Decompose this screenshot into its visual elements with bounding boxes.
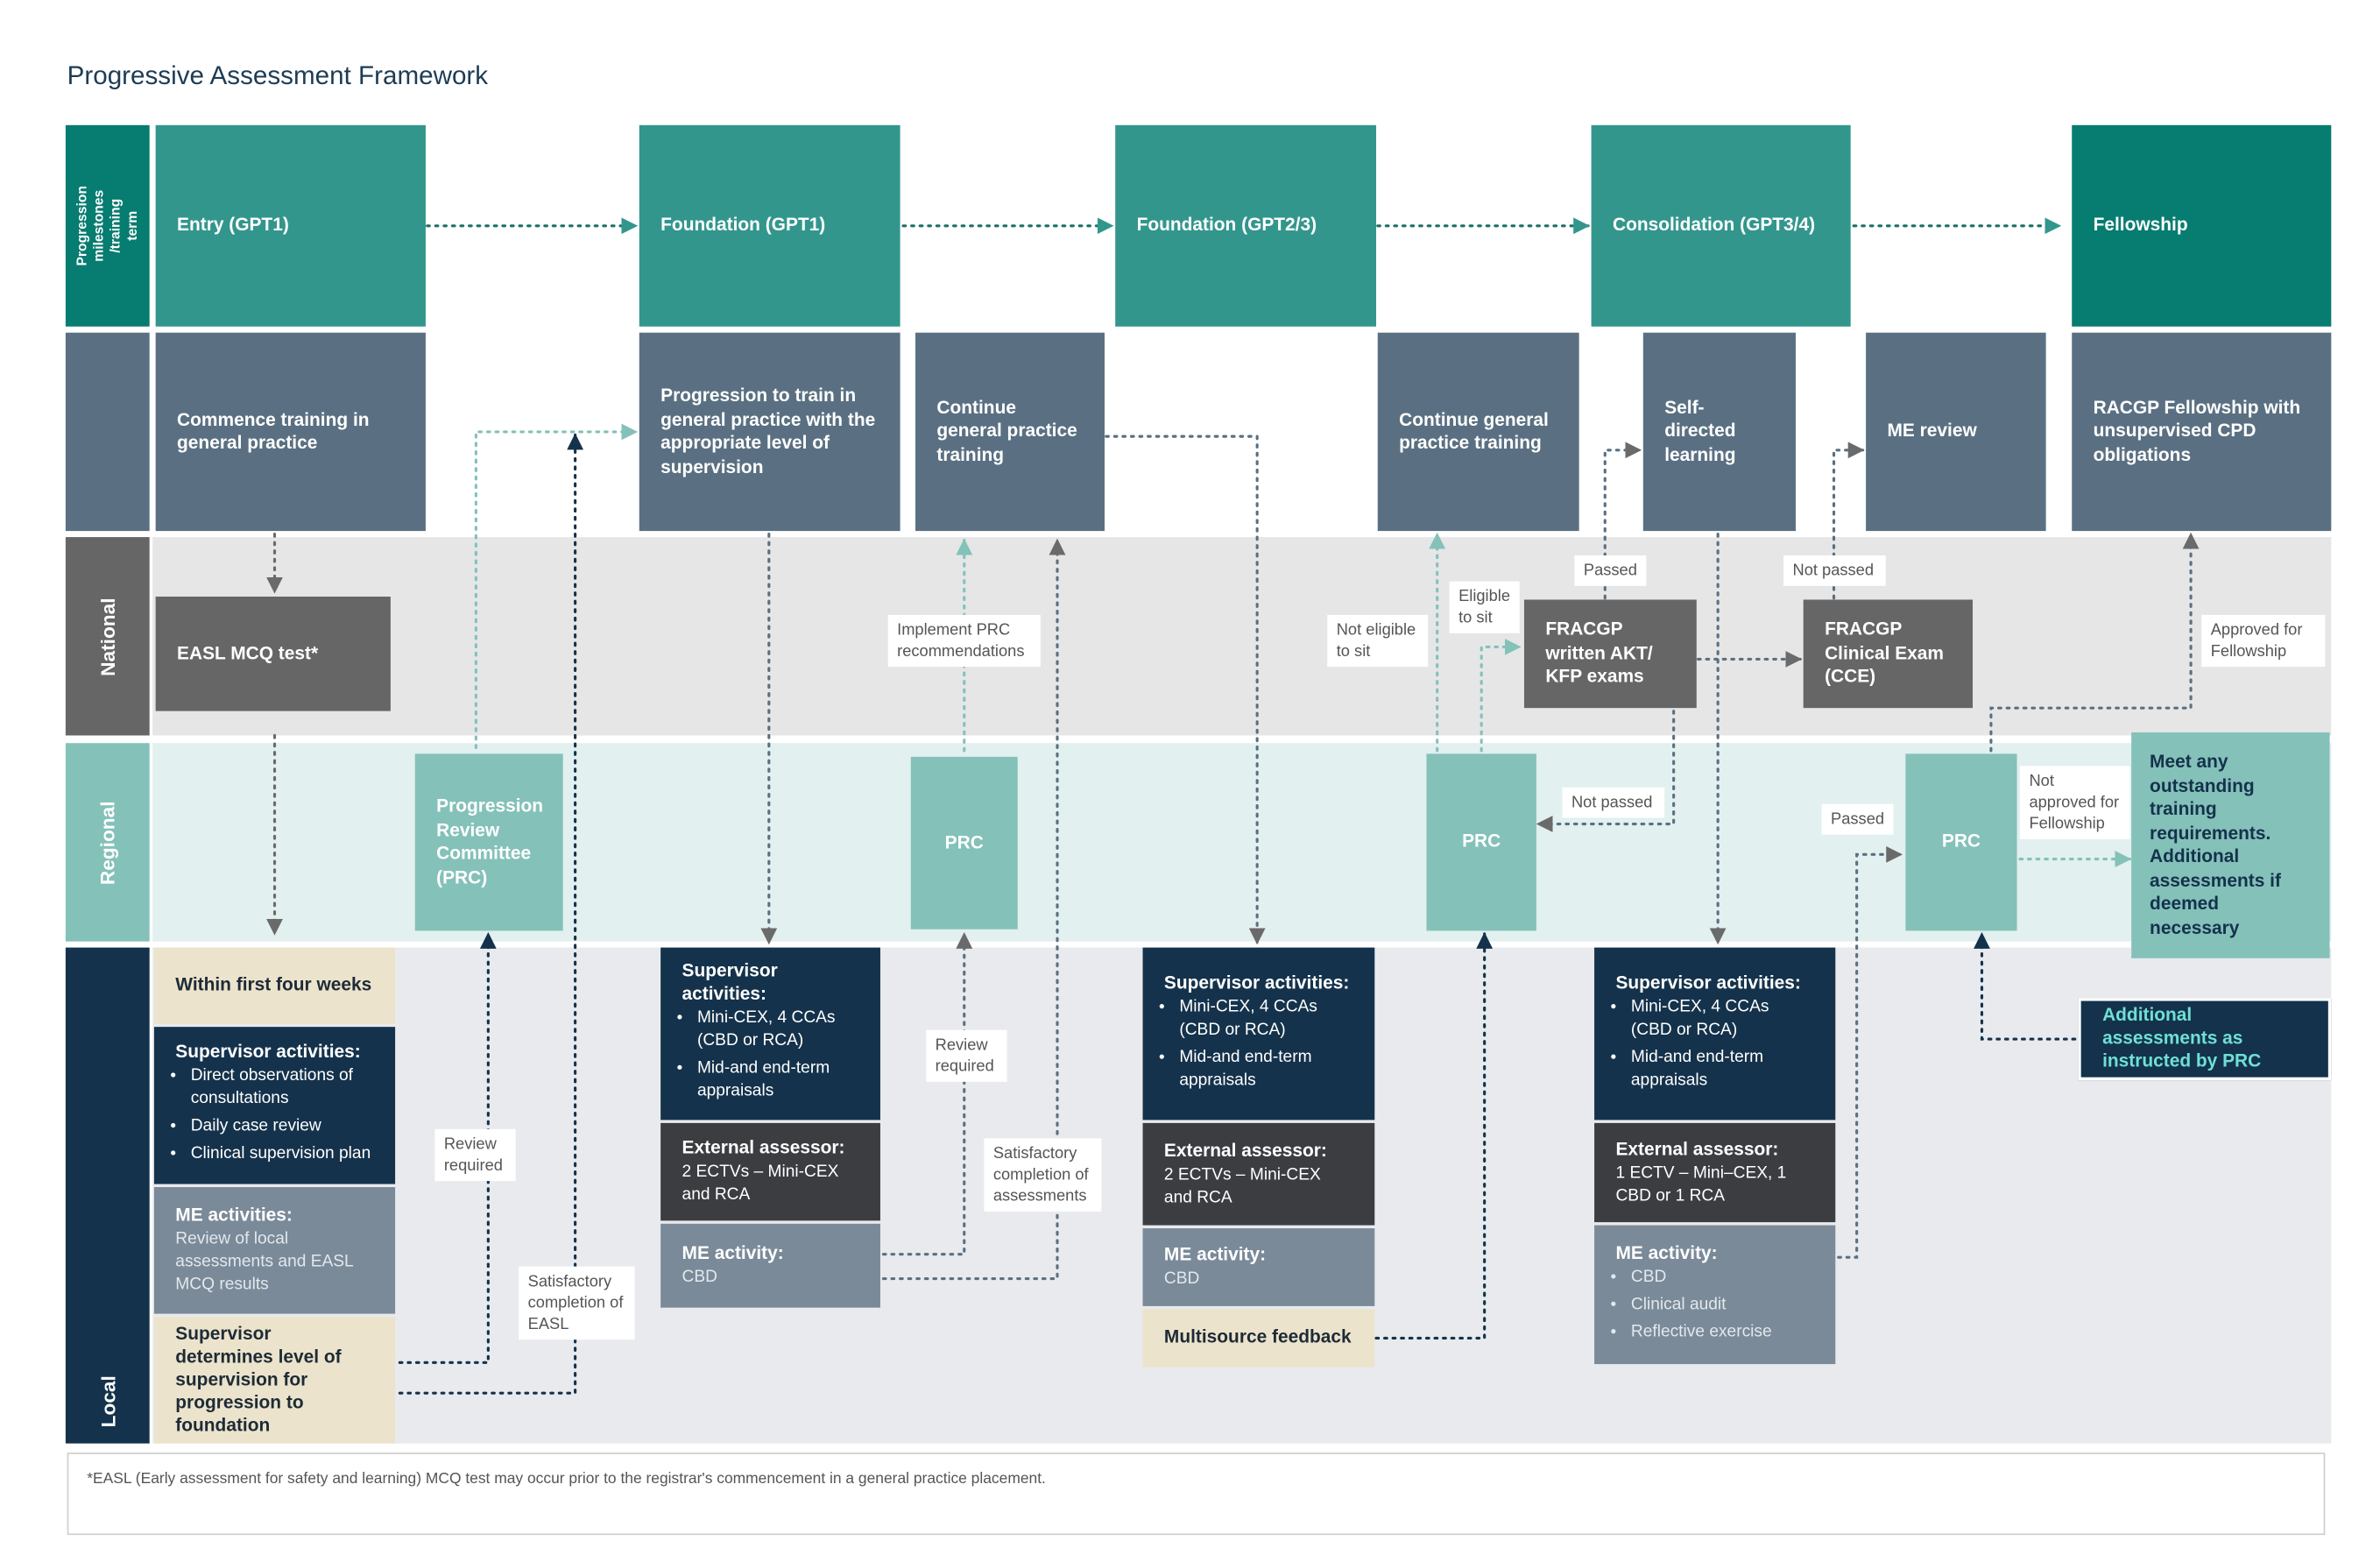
card-heading: Supervisor activities: xyxy=(1163,971,1350,993)
bullet-list: Mini-CEX, 4 CCAs (CBD or RCA) Mid-and en… xyxy=(1615,995,1813,1096)
list-item: Mini-CEX, 4 CCAs (CBD or RCA) xyxy=(697,1007,859,1053)
milestone-entry: Entry (GPT1) xyxy=(155,124,426,327)
easl-mcq-test: EASL MCQ test* xyxy=(155,597,391,711)
milestone-foundation-gpt23: Foundation (GPT2/3) xyxy=(1115,124,1377,327)
card-heading: External assessor: xyxy=(682,1136,845,1158)
external-assessor-foundation23: External assessor: 2 ECTVs – Mini-CEX an… xyxy=(1142,1122,1375,1226)
card-heading: Supervisor determines level of supervisi… xyxy=(175,1322,342,1436)
card-heading: Supervisor activities: xyxy=(682,959,778,1005)
me-activity-consolidation: ME activity: CBD Clinical audit Reflecti… xyxy=(1594,1225,1836,1365)
bullet-list: Direct observations of consultations Dai… xyxy=(175,1065,373,1170)
card-heading: Additional assessments as instructed by … xyxy=(2102,1004,2262,1071)
card-heading: External assessor: xyxy=(1163,1139,1327,1161)
label-not-passed-2: Not passed xyxy=(1783,555,1886,586)
list-item: Clinical supervision plan xyxy=(191,1143,374,1166)
prc-2: PRC xyxy=(910,756,1018,930)
label-eligible: Eligible to sit xyxy=(1449,581,1520,633)
list-item: Mini-CEX, 4 CCAs (CBD or RCA) xyxy=(1179,995,1353,1041)
row-label-milestones: Progression milestones /training term xyxy=(65,124,150,327)
me-activity-foundation23: ME activity: CBD xyxy=(1142,1228,1375,1306)
additional-assessments: Additional assessments as instructed by … xyxy=(2078,998,2332,1081)
label-approved-fellowship: Approved for Fellowship xyxy=(2201,614,2326,668)
fracgp-cce: FRACGP Clinical Exam (CCE) xyxy=(1803,599,1974,709)
card-heading: ME activity: xyxy=(1615,1241,1718,1263)
label-passed-2: Passed xyxy=(1821,803,1894,835)
bullet-list: Mini-CEX, 4 CCAs (CBD or RCA) Mid-and en… xyxy=(1164,995,1353,1096)
card-body: 1 ECTV – Mini–CEX, 1 CBD or 1 RCA xyxy=(1615,1163,1787,1205)
me-activity-foundation1: ME activity: CBD xyxy=(660,1223,880,1308)
bullet-list: CBD Clinical audit Reflective exercise xyxy=(1615,1266,1813,1348)
row-label-regional: Regional xyxy=(65,743,150,942)
outcome-continue-2: Continue general practice training xyxy=(1377,332,1579,532)
external-assessor-foundation1: External assessor: 2 ECTVs – Mini-CEX an… xyxy=(660,1122,880,1221)
card-body: 2 ECTVs – Mini-CEX and RCA xyxy=(682,1163,839,1205)
list-item: Direct observations of consultations xyxy=(191,1065,374,1111)
supervisor-activities-foundation1: Supervisor activities: Mini-CEX, 4 CCAs … xyxy=(660,947,880,1120)
supervisor-activities-entry: Supervisor activities: Direct observatio… xyxy=(153,1027,396,1184)
meet-outstanding-requirements: Meet any outstanding training requiremen… xyxy=(2131,732,2330,958)
list-item: Reflective exercise xyxy=(1631,1320,1814,1343)
card-heading: ME activity: xyxy=(682,1241,784,1264)
list-item: Mini-CEX, 4 CCAs (CBD or RCA) xyxy=(1631,995,1814,1041)
footnote: *EASL (Early assessment for safety and l… xyxy=(67,1453,2326,1536)
list-item: Mid-and end-term appraisals xyxy=(1179,1046,1353,1092)
label-passed-1: Passed xyxy=(1574,555,1647,586)
external-assessor-consolidation: External assessor: 1 ECTV – Mini–CEX, 1 … xyxy=(1594,1122,1836,1223)
supervisor-activities-consolidation: Supervisor activities: Mini-CEX, 4 CCAs … xyxy=(1594,947,1836,1120)
list-item: CBD xyxy=(1631,1266,1814,1289)
page-title: Progressive Assessment Framework xyxy=(67,60,489,90)
card-heading: Multisource feedback xyxy=(1163,1325,1352,1347)
card-heading: ME activities: xyxy=(175,1204,293,1226)
label-not-passed-1: Not passed xyxy=(1562,787,1665,818)
multisource-feedback: Multisource feedback xyxy=(1142,1309,1375,1368)
outcome-me-review: ME review xyxy=(1866,332,2046,532)
label-satisfactory-assessments: Satisfactory completion of assessments xyxy=(984,1138,1102,1212)
milestone-fellowship: Fellowship xyxy=(2072,124,2332,327)
card-body: CBD xyxy=(1163,1269,1200,1288)
label-satisfactory-easl: Satisfactory completion of EASL xyxy=(519,1266,635,1340)
card-body: 2 ECTVs – Mini-CEX and RCA xyxy=(1163,1164,1321,1206)
milestone-consolidation: Consolidation (GPT3/4) xyxy=(1591,124,1851,327)
card-heading: Supervisor activities: xyxy=(175,1040,361,1063)
prc-3: PRC xyxy=(1426,753,1536,931)
label-review-required-2: Review required xyxy=(926,1029,1007,1082)
list-item: Daily case review xyxy=(191,1115,374,1138)
fracgp-akt-kfp: FRACGP written AKT/ KFP exams xyxy=(1523,599,1697,709)
outcome-self-directed: Self-directed learning xyxy=(1642,332,1796,532)
card-heading: Supervisor activities: xyxy=(1615,971,1801,993)
prc-4: PRC xyxy=(1905,753,2017,931)
label-not-eligible: Not eligible to sit xyxy=(1327,614,1429,668)
outcome-progression: Progression to train in general practice… xyxy=(639,332,900,532)
me-activities-entry: ME activities: Review of local assessmen… xyxy=(153,1187,396,1314)
bullet-list: Mini-CEX, 4 CCAs (CBD or RCA) Mid-and en… xyxy=(682,1007,859,1108)
card-body: Review of local assessments and EASL MCQ… xyxy=(175,1229,354,1294)
list-item: Mid-and end-term appraisals xyxy=(1631,1046,1814,1092)
within-first-four-weeks: Within first four weeks xyxy=(153,947,396,1024)
outcome-commence-training: Commence training in general practice xyxy=(155,332,426,532)
milestone-foundation-gpt1: Foundation (GPT1) xyxy=(639,124,900,327)
row-label-outcomes xyxy=(65,332,150,532)
within-text: Within first four weeks xyxy=(175,973,372,995)
row-label-national: National xyxy=(65,537,150,736)
label-not-approved-fellowship: Not approved for Fellowship xyxy=(2020,766,2130,839)
card-heading: External assessor: xyxy=(1615,1137,1779,1159)
label-review-required-1: Review required xyxy=(434,1128,516,1182)
label-implement-prc: Implement PRC recommendations xyxy=(887,614,1041,668)
outcome-continue-1: Continue general practice training xyxy=(915,332,1105,532)
row-label-local: Local xyxy=(65,947,150,1444)
outcome-racgp-fellowship: RACGP Fellowship with unsupervised CPD o… xyxy=(2072,332,2332,532)
card-body: CBD xyxy=(682,1268,718,1287)
card-heading: ME activity: xyxy=(1163,1243,1267,1265)
supervisor-determines: Supervisor determines level of supervisi… xyxy=(153,1317,396,1444)
list-item: Mid-and end-term appraisals xyxy=(697,1057,859,1103)
prc-full: Progression Review Committee (PRC) xyxy=(414,753,563,931)
supervisor-activities-foundation23: Supervisor activities: Mini-CEX, 4 CCAs … xyxy=(1142,947,1375,1120)
list-item: Clinical audit xyxy=(1631,1293,1814,1316)
